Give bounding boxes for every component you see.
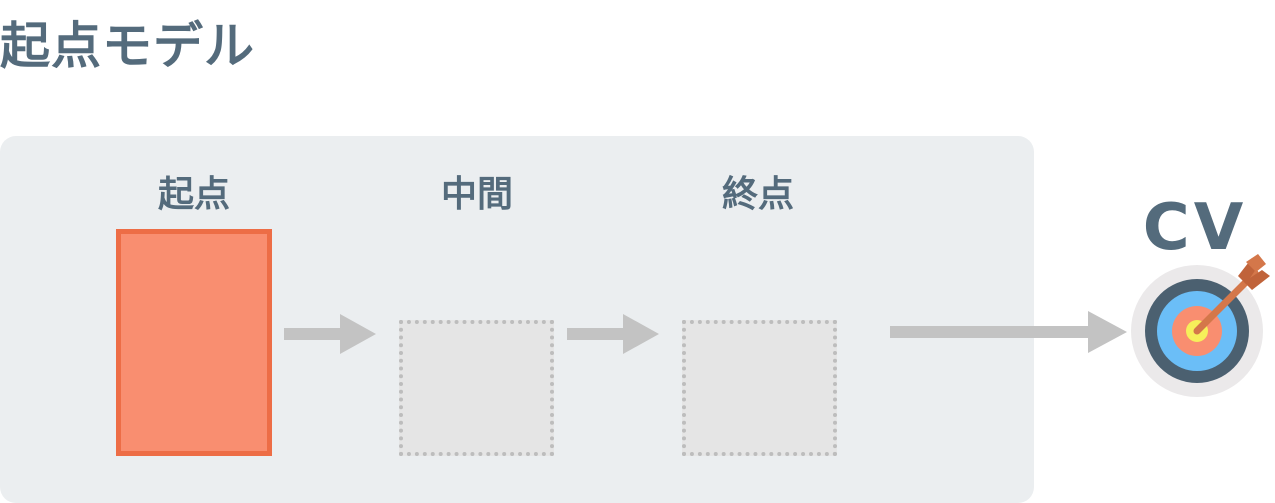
arrow-start-to-middle: [284, 314, 376, 354]
stage-label-middle: 中間: [440, 174, 513, 215]
stage-box-end: [682, 320, 837, 456]
stage-label-start: 起点: [157, 174, 230, 215]
stage-box-start: [116, 229, 272, 456]
dart-arrow-icon: [1193, 254, 1270, 335]
page-title: 起点モデル: [0, 17, 255, 75]
arrow-middle-to-end: [567, 314, 659, 354]
stage-box-middle: [399, 320, 554, 456]
cv-label: CV: [1142, 191, 1248, 265]
arrow-end-to-cv: [890, 311, 1127, 353]
stage-label-end: 終点: [721, 174, 794, 215]
